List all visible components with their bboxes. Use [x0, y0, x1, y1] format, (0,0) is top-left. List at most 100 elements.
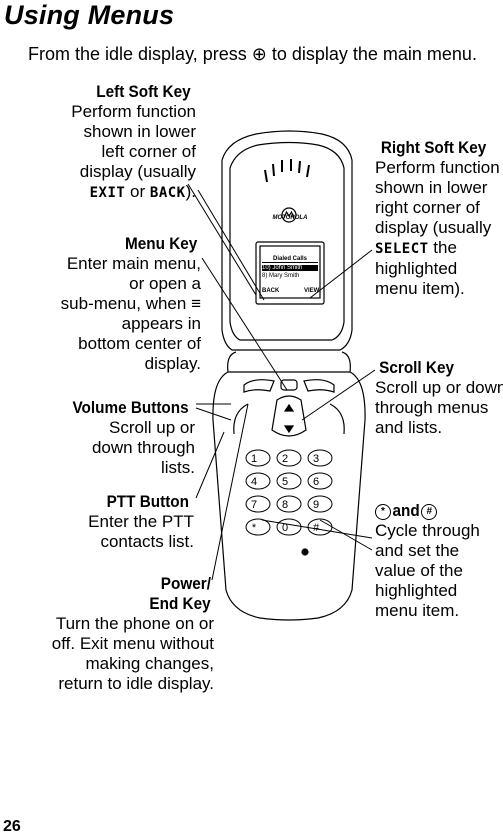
- callout-title: Right Soft Key: [380, 138, 487, 157]
- screen-title: Dialed Calls: [262, 256, 318, 263]
- keypad-key[interactable]: [276, 472, 302, 490]
- left-soft-key-shape: [243, 379, 275, 393]
- exit-label: EXIT: [89, 185, 126, 201]
- callout-line: left corner of: [101, 142, 197, 161]
- keypad-key[interactable]: [245, 495, 271, 513]
- brand-text: MOTOROLA: [272, 215, 308, 221]
- callout-line: value of the: [375, 561, 463, 580]
- pound-key-icon: #: [421, 503, 438, 520]
- phone-screen: [255, 241, 325, 305]
- callout-line: shown in lower: [375, 178, 488, 197]
- scroll-key-shape: [271, 395, 307, 437]
- callout-line: bottom center of: [78, 334, 201, 353]
- callout-ptt-button: PTT Button Enter the PTT contacts list.: [88, 492, 194, 552]
- callout-title: Scroll Key: [379, 358, 454, 377]
- keypad-key[interactable]: [307, 449, 333, 467]
- callout-line: shown in lower: [83, 122, 196, 141]
- callout-menu-key: Menu Key Enter main menu, or open a sub-…: [61, 234, 201, 374]
- keypad-key-label: 1: [251, 453, 257, 465]
- callout-title: Menu Key: [124, 234, 197, 253]
- callout-line: display (usually: [375, 218, 492, 237]
- keypad-key[interactable]: [307, 472, 333, 490]
- keypad-key-label: 0: [282, 522, 288, 534]
- keypad-key-label: 6: [313, 476, 319, 488]
- keypad-key[interactable]: [245, 472, 271, 490]
- callout-title: End Key: [149, 594, 211, 613]
- screen-left-soft-label[interactable]: BACK: [262, 288, 280, 294]
- callout-title: and: [392, 501, 420, 520]
- keypad-key-label: *: [252, 522, 257, 534]
- select-label: SELECT: [375, 241, 429, 257]
- callout-left-soft-key: Left Soft Key Perform function shown in …: [71, 82, 196, 203]
- callout-star-pound-keys: * and # Cycle through and set the value …: [375, 501, 480, 621]
- keypad: 1 2 3 4 5 6 7 8 9 * 0 #: [245, 449, 333, 536]
- callout-line: making changes,: [85, 654, 214, 673]
- callout-right-soft-key: Right Soft Key Perform function shown in…: [375, 138, 500, 299]
- callout-line: Enter main menu,: [66, 254, 201, 273]
- motorola-logo-icon: [281, 207, 297, 223]
- callout-line: Turn the phone on or: [55, 614, 214, 633]
- callout-line: lists.: [161, 458, 195, 477]
- callout-line: Scroll up or: [109, 418, 195, 437]
- menu-key-shape: [280, 379, 298, 391]
- callout-power-end-key: Power/ End Key Turn the phone on or off.…: [52, 574, 214, 694]
- keypad-key-label: 5: [282, 476, 288, 488]
- callout-line: right corner of: [375, 198, 480, 217]
- callout-line: or open a: [129, 274, 201, 293]
- callout-volume-buttons: Volume Buttons Scroll up or down through…: [66, 398, 195, 478]
- phone-flip-outline: [221, 130, 353, 351]
- keypad-key[interactable]: [276, 449, 302, 467]
- callout-line: menu item.: [375, 601, 460, 620]
- callout-line: and set the: [375, 541, 460, 560]
- back-label: BACK: [149, 185, 186, 201]
- callout-title: PTT Button: [106, 492, 190, 511]
- page-title: Using Menus: [4, 0, 175, 30]
- callout-scroll-key: Scroll Key Scroll up or down through men…: [375, 358, 503, 438]
- keypad-key[interactable]: [276, 495, 302, 513]
- callout-line: down through: [91, 438, 195, 457]
- right-soft-key-shape: [303, 379, 335, 393]
- or-text: or: [125, 182, 150, 201]
- phone-flip-inner: [229, 141, 345, 341]
- callout-line: menu item).: [375, 279, 465, 298]
- keypad-key[interactable]: [245, 518, 271, 536]
- callout-line: Cycle through: [375, 521, 480, 540]
- callout-line: and lists.: [375, 418, 443, 437]
- callout-line: Scroll up or down: [375, 378, 503, 397]
- keypad-key[interactable]: [307, 495, 333, 513]
- keypad-key-label: 8: [282, 499, 288, 511]
- end-text: ).: [185, 182, 196, 201]
- screen-row-highlighted[interactable]: 10) John Smith: [262, 265, 318, 271]
- callout-line: contacts list.: [100, 532, 194, 551]
- callout-title: Left Soft Key: [96, 82, 191, 101]
- keypad-key-label: 2: [282, 453, 288, 465]
- callout-title: Volume Buttons: [72, 398, 189, 417]
- callout-line: Enter the PTT: [88, 512, 194, 531]
- callout-line: through menus: [375, 398, 489, 417]
- keypad-key[interactable]: [276, 518, 302, 536]
- callout-line: the: [428, 238, 457, 257]
- callout-line: return to idle display.: [58, 674, 214, 693]
- keypad-key-label: 9: [313, 499, 319, 511]
- callout-line: display.: [144, 354, 201, 373]
- screen-right-soft-label[interactable]: VIEW: [304, 288, 320, 294]
- star-key-icon: *: [375, 503, 391, 520]
- keypad-key-label: 3: [313, 453, 319, 465]
- keypad-key-label: 4: [251, 476, 257, 488]
- menu-key-icon: ≡: [191, 294, 201, 313]
- callout-title: Power/: [161, 574, 212, 593]
- callout-line: display (usually: [79, 162, 196, 181]
- callout-line: sub-menu, when: [60, 294, 187, 313]
- intro-text: From the idle display, press ⊕ to displa…: [28, 44, 477, 64]
- callout-line: Perform function: [71, 102, 196, 121]
- callout-line: off. Exit menu without: [51, 634, 214, 653]
- keypad-key-label: 7: [251, 499, 257, 511]
- callout-line: appears in: [121, 314, 201, 333]
- keypad-key-label: #: [313, 522, 320, 534]
- callout-line: highlighted: [375, 581, 458, 600]
- keypad-key[interactable]: [245, 449, 271, 467]
- callout-line: highlighted: [375, 259, 458, 278]
- screen-row[interactable]: 8) Mary Smith: [262, 273, 300, 279]
- page-number: 26: [3, 818, 21, 835]
